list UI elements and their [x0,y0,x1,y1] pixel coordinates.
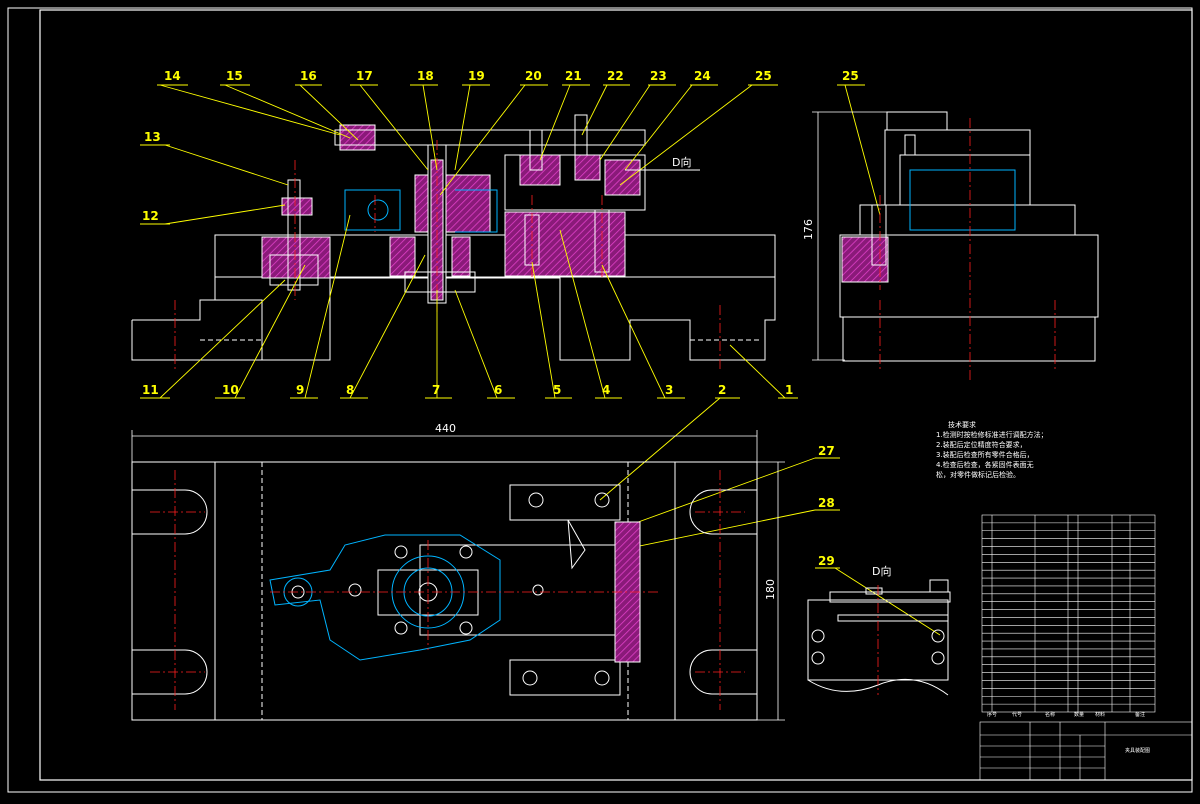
label-4: 4 [602,383,610,397]
note-line-1: 1.检测时按检修标准进行调配方法； [936,430,1048,439]
label-17: 17 [356,69,373,83]
side-center-lines [879,118,1056,380]
label-7: 7 [432,383,440,397]
technical-notes: 技术要求 1.检测时按检修标准进行调配方法； 2.装配后定位精度符合要求， 3.… [936,420,1048,479]
label-18: 18 [417,69,434,83]
label-19: 19 [468,69,485,83]
plan-workpiece [269,534,501,661]
header-remark: 备注 [1135,711,1145,718]
label-20: 20 [525,69,542,83]
label-1: 1 [785,383,793,397]
note-line-2: 2.装配后定位精度符合要求， [936,440,1027,449]
label-21: 21 [565,69,582,83]
plan-view [131,461,758,721]
plan-dims [131,430,785,721]
header-no: 序号 [987,711,997,718]
label-24: 24 [694,69,711,83]
label-11: 11 [142,383,159,397]
header-material: 材料 [1095,711,1105,718]
dim-side-height: 176 [802,219,815,240]
parts-list-border [981,514,1156,713]
label-2: 2 [718,383,726,397]
label-22: 22 [607,69,624,83]
parts-list-table [981,514,1156,713]
header-qty: 数量 [1074,711,1084,718]
label-14: 14 [164,69,181,83]
leader-lines [140,84,941,636]
note-line-3: 3.装配后检查所有零件合格后， [936,450,1034,459]
header-code: 代号 [1012,711,1022,718]
label-23: 23 [650,69,667,83]
label-9: 9 [296,383,304,397]
side-height-dim [812,111,890,361]
label-5: 5 [553,383,561,397]
front-view [131,114,776,361]
drawing-name: 夹具装配图 [1125,747,1150,754]
front-center-lines [174,140,721,370]
label-16: 16 [300,69,317,83]
part-labels: 14 15 16 17 18 19 20 21 22 23 24 25 13 1… [142,69,859,568]
label-8: 8 [346,383,354,397]
view-mark-detail: D向 [872,564,891,578]
header-name: 名称 [1045,711,1055,718]
label-3: 3 [665,383,673,397]
side-view [839,111,1099,362]
plan-holes [291,492,610,686]
label-27: 27 [818,444,835,458]
label-12: 12 [142,209,159,223]
label-10: 10 [222,383,239,397]
label-25: 25 [755,69,772,83]
title-block [979,721,1193,781]
dim-width: 440 [435,422,456,435]
title-block-header: 序号 代号 名称 数量 材料 备注 [987,711,1145,718]
label-6: 6 [494,383,502,397]
outer-frame [7,7,1193,793]
note-line-5: 松，对零件做标记后检验。 [936,470,1020,479]
plan-center-lines [150,470,745,710]
label-15: 15 [226,69,243,83]
inner-frame [39,9,1193,781]
view-mark-front: D向 [672,155,691,169]
notes-title: 技术要求 [948,420,976,429]
label-28: 28 [818,496,835,510]
label-13: 13 [144,130,161,144]
label-25-side: 25 [842,69,859,83]
label-29: 29 [818,554,835,568]
note-line-4: 4.检查后检查，各紧固件表面无 [936,460,1034,469]
dim-plan-height: 180 [764,579,777,600]
detail-view [807,579,951,696]
